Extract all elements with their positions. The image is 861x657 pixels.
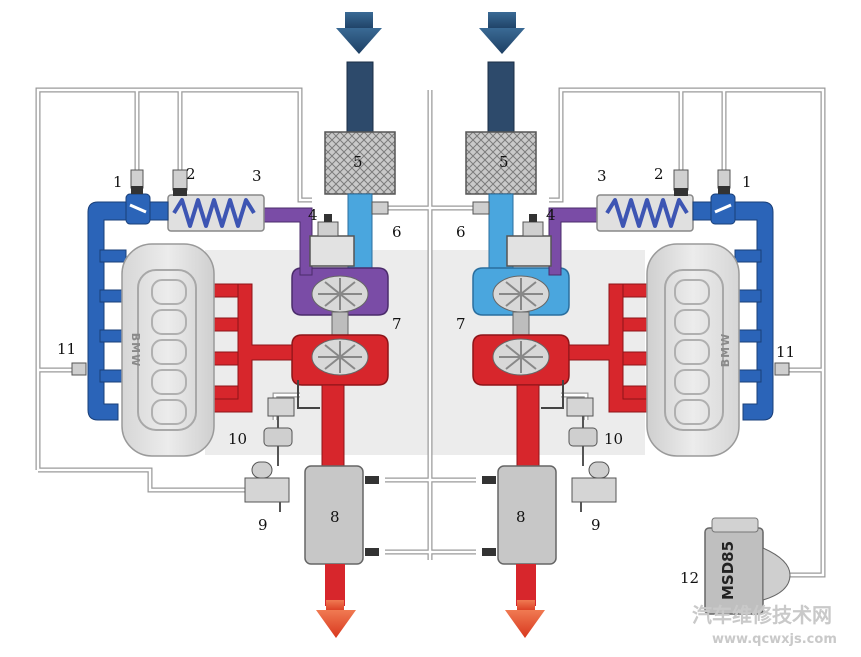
exhaust-manifold-right: [568, 283, 650, 413]
intake-manifold-right: [692, 201, 774, 421]
compressor-wheel-left: [311, 275, 369, 313]
label-12: 12: [680, 569, 699, 587]
turbine-wheel-left: [311, 338, 369, 376]
right-bank: [465, 12, 790, 638]
watermark-title: 汽车维修技术网: [692, 603, 832, 627]
label-9-left: 9: [258, 516, 268, 534]
pressure-converter-10-right: [566, 397, 598, 466]
cat-sensor-top-left: [365, 476, 379, 484]
intake-pipe-left: [346, 61, 374, 135]
exhaust-downpipe-left: [321, 384, 345, 471]
intake-pipe-right: [487, 61, 515, 135]
label-10-left: 10: [228, 430, 247, 448]
engine-block-left: BMW: [121, 243, 215, 457]
sensor-2-right: [673, 169, 689, 196]
sensor-11-left: [71, 362, 87, 376]
cat-sensor-top-right: [482, 476, 496, 484]
control-wiring-inner: [36, 88, 825, 577]
ecu-model-label: MSD85: [719, 541, 737, 600]
intake-runners-right: [734, 249, 762, 383]
label-2-left: 2: [186, 165, 196, 183]
label-11-left: 11: [57, 340, 76, 358]
intake-manifold-left: [87, 201, 169, 421]
label-5-right: 5: [499, 153, 509, 171]
label-2-right: 2: [654, 165, 664, 183]
exhaust-downpipe-right: [516, 384, 540, 471]
air-filter-left: [324, 131, 396, 195]
engine-block-right: [646, 243, 740, 457]
left-bank: BMW: [71, 12, 396, 638]
label-7-right: 7: [456, 315, 466, 333]
label-6-left: 6: [392, 223, 402, 241]
sensor-11-right: [774, 362, 790, 376]
exhaust-manifold-left: [211, 283, 293, 413]
watermark: 汽车维修技术网 www.qcwxjs.com: [692, 603, 837, 647]
label-10-right: 10: [604, 430, 623, 448]
watermark-url: www.qcwxjs.com: [712, 632, 837, 647]
wastegate-actuator-4-right: [506, 214, 552, 267]
tailpipe-left: [325, 564, 345, 606]
intercooler-coil-left: [172, 198, 256, 228]
exhaust-outlet-arrow-right: [505, 600, 545, 638]
intercooler-coil-right: [605, 198, 689, 228]
label-1-left: 1: [113, 173, 123, 191]
turbine-wheel-right: [492, 338, 550, 376]
compressor-wheel-right: [492, 275, 550, 313]
sensor-6-right: [472, 201, 490, 215]
label-4-right: 4: [546, 206, 556, 224]
sensor-6-left: [371, 201, 389, 215]
wastegate-actuator-4-left: [309, 214, 355, 267]
tailpipe-right: [516, 564, 536, 606]
wastegate-bypass-right: [541, 380, 564, 409]
exhaust-outlet-arrow-left: [316, 600, 356, 638]
label-4-left: 4: [308, 206, 318, 224]
engine-brand-left: BMW: [129, 333, 142, 367]
label-7-left: 7: [392, 315, 402, 333]
wastegate-bypass-left: [297, 380, 320, 409]
catalytic-converter-right: [497, 465, 557, 565]
label-9-right: 9: [591, 516, 601, 534]
sensor-1-right: [710, 169, 736, 225]
label-8-left: 8: [330, 508, 340, 526]
label-11-right: 11: [776, 343, 795, 361]
label-3-right: 3: [597, 167, 607, 185]
label-8-right: 8: [516, 508, 526, 526]
sensor-2-left: [172, 169, 188, 196]
solenoid-valve-9-left: [244, 461, 290, 512]
intake-runners-left: [99, 249, 127, 383]
solenoid-valve-9-right: [571, 461, 617, 512]
label-5-left: 5: [353, 153, 363, 171]
engine-control-unit: MSD85: [704, 517, 791, 615]
label-6-right: 6: [456, 223, 466, 241]
pressure-converter-10-left: [263, 397, 295, 466]
label-1-right: 1: [742, 173, 752, 191]
label-3-left: 3: [252, 167, 262, 185]
sensor-1-left: [125, 169, 151, 225]
air-inlet-arrow-right: [479, 12, 525, 54]
cat-sensor-bottom-left: [365, 548, 379, 556]
air-inlet-arrow-left: [336, 12, 382, 54]
air-filter-right: [465, 131, 537, 195]
callout-labels: 1 2 3 4 5 6 7 8 9 10 11 1 2 3 4 5 6 7 8 …: [57, 153, 795, 587]
cat-sensor-bottom-right: [482, 548, 496, 556]
engine-brand-right: BMW: [719, 333, 732, 367]
